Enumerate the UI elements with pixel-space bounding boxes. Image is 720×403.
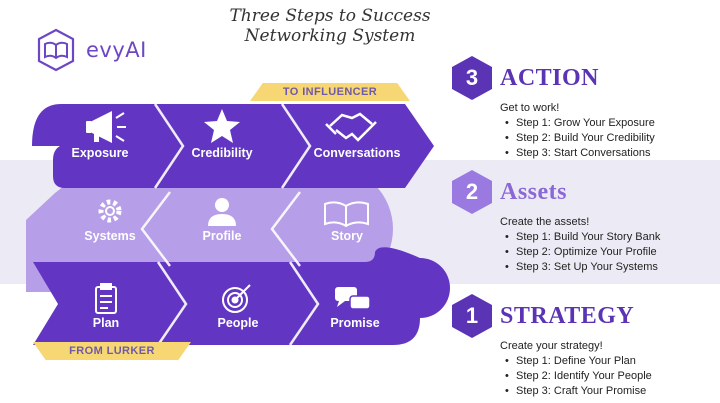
person-icon xyxy=(208,198,236,226)
open-book-icon xyxy=(324,201,369,228)
label-plan: Plan xyxy=(92,316,120,330)
list-item: Step 1: Build Your Story Bank xyxy=(505,230,720,245)
tag-to-influencer: TO INFLUENCER xyxy=(250,83,410,101)
brand-logo: evyAI xyxy=(36,28,147,72)
path-row-2 xyxy=(26,166,393,292)
step-list: Step 1: Grow Your Exposure Step 2: Build… xyxy=(505,116,720,161)
handshake-icon xyxy=(325,112,377,142)
brand-name: evyAI xyxy=(86,38,147,62)
section-subtitle: Create your strategy! xyxy=(500,340,603,352)
separator-1b xyxy=(280,103,312,189)
separator-3a xyxy=(156,261,188,346)
section-title: STRATEGY xyxy=(500,302,635,329)
label-systems: Systems xyxy=(84,229,136,243)
list-item: Step 2: Identify Your People xyxy=(505,369,720,384)
list-item: Step 3: Craft Your Promise xyxy=(505,384,720,399)
megaphone-icon xyxy=(86,111,126,143)
label-credibility: Credibility xyxy=(191,146,253,160)
list-item: Step 1: Define Your Plan xyxy=(505,354,720,369)
section-action: 3 ACTION Get to work! Step 1: Grow Your … xyxy=(452,56,720,161)
separator-1a xyxy=(153,103,185,189)
list-item: Step 2: Optimize Your Profile xyxy=(505,245,720,260)
list-item: Step 3: Start Conversations xyxy=(505,146,720,161)
step-number-badge: 2 xyxy=(452,170,492,214)
target-icon xyxy=(222,284,251,313)
separator-2b xyxy=(270,191,301,267)
label-conversations: Conversations xyxy=(313,146,401,160)
clipboard-icon xyxy=(95,283,117,314)
speech-bubbles-icon xyxy=(335,287,371,310)
separator-3b xyxy=(288,261,320,346)
step-list: Step 1: Define Your Plan Step 2: Identif… xyxy=(505,354,720,399)
star-icon xyxy=(204,109,240,143)
label-people: People xyxy=(217,316,259,330)
step-number-badge: 1 xyxy=(452,294,492,338)
label-exposure: Exposure xyxy=(71,146,129,160)
section-subtitle: Get to work! xyxy=(500,102,560,114)
section-title: Assets xyxy=(500,178,567,205)
step-number-badge: 3 xyxy=(452,56,492,100)
separator-2a xyxy=(140,191,171,267)
title-line-1: Three Steps to Success xyxy=(229,6,431,26)
label-story: Story xyxy=(331,229,363,243)
book-hexagon-icon xyxy=(37,28,75,72)
section-strategy: 1 STRATEGY Create your strategy! Step 1:… xyxy=(452,294,720,399)
tag-from-lurker: FROM LURKER xyxy=(33,342,191,360)
step-list: Step 1: Build Your Story Bank Step 2: Op… xyxy=(505,230,720,275)
list-item: Step 2: Build Your Credibility xyxy=(505,131,720,146)
list-item: Step 3: Set Up Your Systems xyxy=(505,260,720,275)
gear-icon xyxy=(98,199,122,223)
section-assets: 2 Assets Create the assets! Step 1: Buil… xyxy=(452,170,720,275)
section-title: ACTION xyxy=(500,64,600,91)
section-subtitle: Create the assets! xyxy=(500,216,590,228)
diagram-title: Three Steps to Success Networking System xyxy=(210,6,450,46)
list-item: Step 1: Grow Your Exposure xyxy=(505,116,720,131)
path-row-1 xyxy=(32,104,434,188)
title-line-2: Networking System xyxy=(244,26,416,46)
label-promise: Promise xyxy=(330,316,380,330)
label-profile: Profile xyxy=(202,229,242,243)
